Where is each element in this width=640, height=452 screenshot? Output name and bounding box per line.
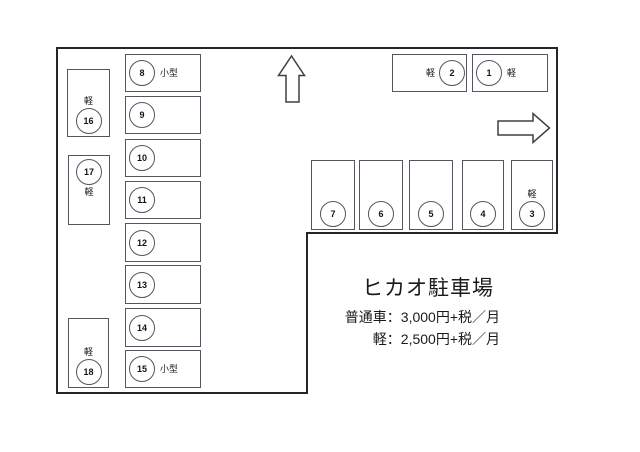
space-type-label: 軽 xyxy=(83,347,93,357)
parking-space-7: 7 xyxy=(311,160,355,230)
space-number-circle: 11 xyxy=(129,187,155,213)
space-number-circle: 18 xyxy=(75,359,102,385)
parking-space-6: 6 xyxy=(359,160,403,230)
price-kei-car: 軽：2,500円+税／月 xyxy=(372,331,500,347)
space-number-circle: 15 xyxy=(129,356,155,382)
space-type-label: 軽 xyxy=(507,67,517,78)
parking-space-9: 9 xyxy=(125,96,201,134)
space-type-label: 小型 xyxy=(160,363,179,374)
parking-space-17: 17 軽 xyxy=(68,155,110,225)
parking-space-15: 15 小型 xyxy=(125,350,201,388)
parking-space-5: 5 xyxy=(409,160,453,230)
parking-space-12: 12 xyxy=(125,223,201,262)
space-number-circle: 4 xyxy=(470,201,496,227)
space-type-label: 軽 xyxy=(83,96,93,106)
space-number-circle: 12 xyxy=(129,229,155,256)
space-type-label: 軽 xyxy=(425,67,435,78)
price-regular-car: 普通車：3,000円+税／月 xyxy=(344,309,500,325)
parking-space-10: 10 xyxy=(125,139,201,177)
lot-title: ヒカオ駐車場 xyxy=(362,277,494,300)
parking-space-16: 軽 16 xyxy=(67,69,110,137)
space-type-label: 軽 xyxy=(84,187,94,197)
space-number-circle: 1 xyxy=(476,60,502,86)
parking-space-18: 軽 18 xyxy=(68,318,109,388)
space-number-circle: 13 xyxy=(129,271,155,298)
space-number-circle: 5 xyxy=(418,201,444,227)
space-number-circle: 17 xyxy=(76,159,102,185)
space-number-circle: 6 xyxy=(368,201,394,227)
space-type-label: 軽 xyxy=(527,189,537,199)
parking-space-11: 11 xyxy=(125,181,201,219)
space-number-circle: 14 xyxy=(129,314,155,341)
space-number-circle: 10 xyxy=(129,145,155,171)
space-number-circle: 2 xyxy=(439,60,465,86)
space-number-circle: 9 xyxy=(129,102,155,128)
space-number-circle: 16 xyxy=(75,108,102,134)
space-number-circle: 8 xyxy=(129,60,155,86)
space-number-circle: 7 xyxy=(320,201,346,227)
space-type-label: 小型 xyxy=(160,67,179,78)
parking-space-13: 13 xyxy=(125,265,201,304)
parking-space-4: 4 xyxy=(462,160,504,230)
parking-space-14: 14 xyxy=(125,308,201,347)
space-number-circle: 3 xyxy=(519,201,545,227)
parking-space-8: 8 小型 xyxy=(125,54,201,92)
